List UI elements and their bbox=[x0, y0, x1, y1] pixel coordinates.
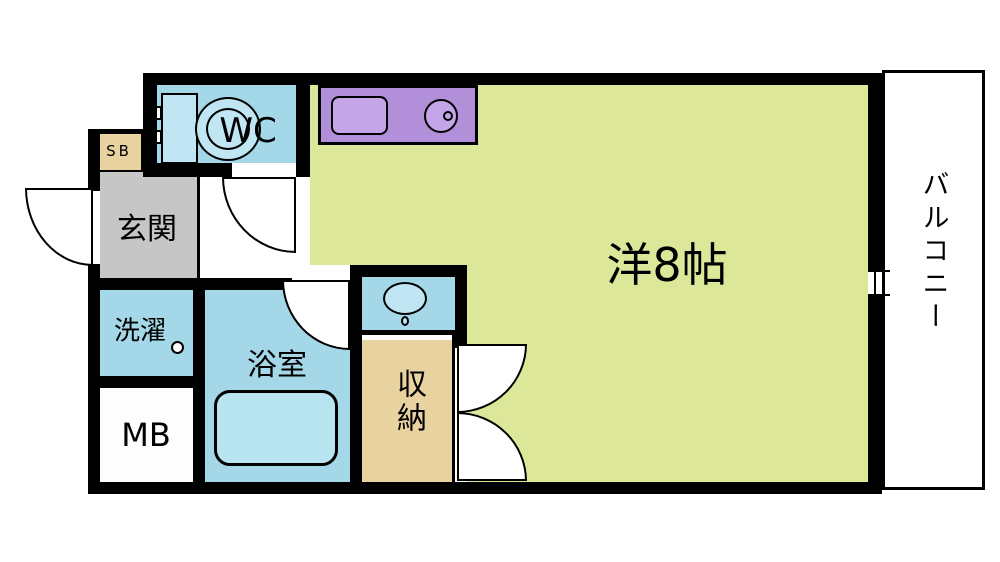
wall-left-upper bbox=[88, 129, 100, 191]
line-entrance-step bbox=[197, 172, 200, 278]
bathroom-label: 浴室 bbox=[247, 348, 307, 383]
shoe-box-label: SB bbox=[106, 142, 132, 160]
laundry-label: 洗濯 bbox=[113, 316, 167, 347]
room-entrance bbox=[100, 172, 197, 278]
entrance-label: 玄関 bbox=[117, 212, 177, 247]
stove-knob-icon bbox=[443, 111, 453, 121]
wall-shoebox-top bbox=[88, 129, 157, 133]
wc-door-arc bbox=[222, 177, 296, 253]
wall-basin-top bbox=[350, 265, 467, 277]
entrance-door-arc bbox=[25, 188, 93, 266]
wc-label: WC bbox=[219, 111, 277, 151]
wall-bath-right bbox=[350, 265, 362, 494]
wall-top bbox=[143, 73, 882, 85]
window-centerline bbox=[874, 270, 876, 296]
toilet-tank bbox=[161, 93, 198, 164]
wall-basin-right bbox=[455, 265, 467, 348]
main-room-label: 洋8帖 bbox=[606, 238, 728, 292]
bathtub bbox=[214, 390, 338, 466]
wall-bottom bbox=[88, 482, 882, 494]
closet-label: 収納 bbox=[391, 368, 426, 436]
window-tick-top bbox=[868, 270, 890, 272]
wall-laundry-right bbox=[193, 278, 205, 494]
shoe-box bbox=[96, 132, 143, 172]
balcony bbox=[882, 70, 985, 490]
line-closet-right bbox=[452, 330, 455, 482]
balcony-label: バルコニー bbox=[917, 170, 949, 335]
window-tick-bottom bbox=[868, 294, 890, 296]
room-laundry bbox=[100, 290, 193, 376]
wall-wc-bottom bbox=[143, 163, 232, 177]
wall-laundry-bottom bbox=[88, 376, 205, 388]
meter-box-label: MB bbox=[121, 416, 171, 454]
basin-faucet-icon bbox=[401, 316, 409, 326]
room-meter-box bbox=[100, 388, 193, 482]
wash-basin bbox=[383, 282, 427, 315]
wall-wc-left bbox=[143, 73, 157, 177]
laundry-tap-icon bbox=[171, 341, 184, 354]
room-main-lower bbox=[467, 265, 868, 482]
wall-wc-right bbox=[296, 73, 310, 177]
wall-closet-top bbox=[350, 330, 455, 335]
wall-entrance-bottom bbox=[88, 278, 292, 290]
toilet-seat bbox=[206, 108, 250, 150]
kitchen-sink bbox=[331, 96, 388, 135]
room-closet bbox=[362, 340, 452, 482]
